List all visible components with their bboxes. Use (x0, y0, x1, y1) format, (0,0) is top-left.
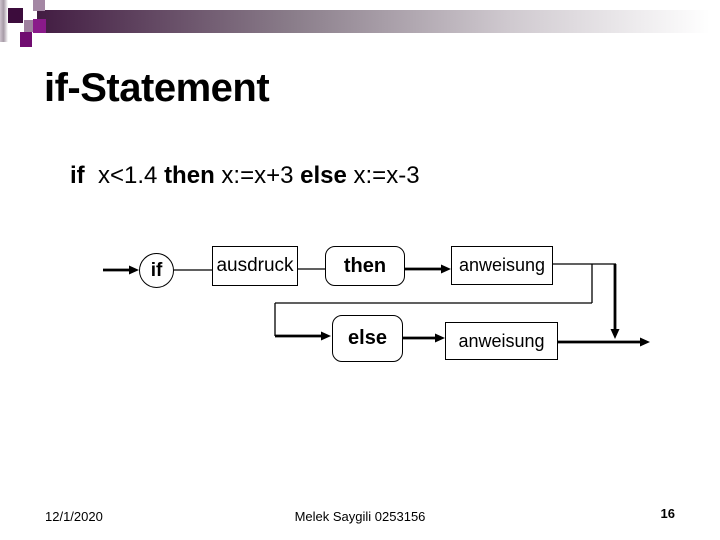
footer-date: 12/1/2020 (45, 509, 103, 524)
diagram-node-else: else (332, 315, 403, 362)
decoration-square-lavender-mid (24, 20, 34, 32)
header-gradient-strip (0, 0, 8, 42)
footer-author: Melek Saygili 0253156 (294, 509, 426, 524)
code-condition: x<1.4 (84, 162, 165, 189)
slide-title: if-Statement (44, 66, 270, 110)
code-keyword-if: if (70, 162, 85, 189)
diagram-node-ausdruck-label: ausdruck (216, 255, 294, 276)
diagram-node-anweisung-then: anweisung (451, 246, 553, 285)
diagram-node-anweisung-then-label: anweisung (458, 255, 546, 275)
decoration-square-bright-purple (33, 19, 46, 33)
code-keyword-then: then (164, 162, 215, 189)
diagram-node-if: if (139, 253, 174, 288)
diagram-node-anweisung-else-label: anweisung (458, 330, 545, 351)
decoration-square-dark-purple (8, 8, 23, 23)
code-else-assignment: x:=x-3 (346, 162, 420, 189)
diagram-node-else-label: else (348, 327, 387, 349)
code-then-assignment: x:=x+3 (214, 162, 301, 189)
diagram-node-ausdruck: ausdruck (212, 246, 298, 286)
code-example: if x<1.4 then x:=x+3 else x:=x-3 (70, 162, 420, 190)
decoration-square-lavender-top (33, 0, 45, 11)
header-gradient-bar (37, 10, 710, 33)
footer-page-number: 16 (660, 506, 675, 521)
diagram-node-then-label: then (343, 254, 387, 277)
diagram-node-then: then (325, 246, 405, 286)
decoration-square-magenta (20, 32, 32, 47)
code-keyword-else: else (300, 162, 347, 189)
diagram-node-if-label: if (150, 259, 163, 281)
diagram-node-anweisung-else: anweisung (445, 322, 558, 360)
